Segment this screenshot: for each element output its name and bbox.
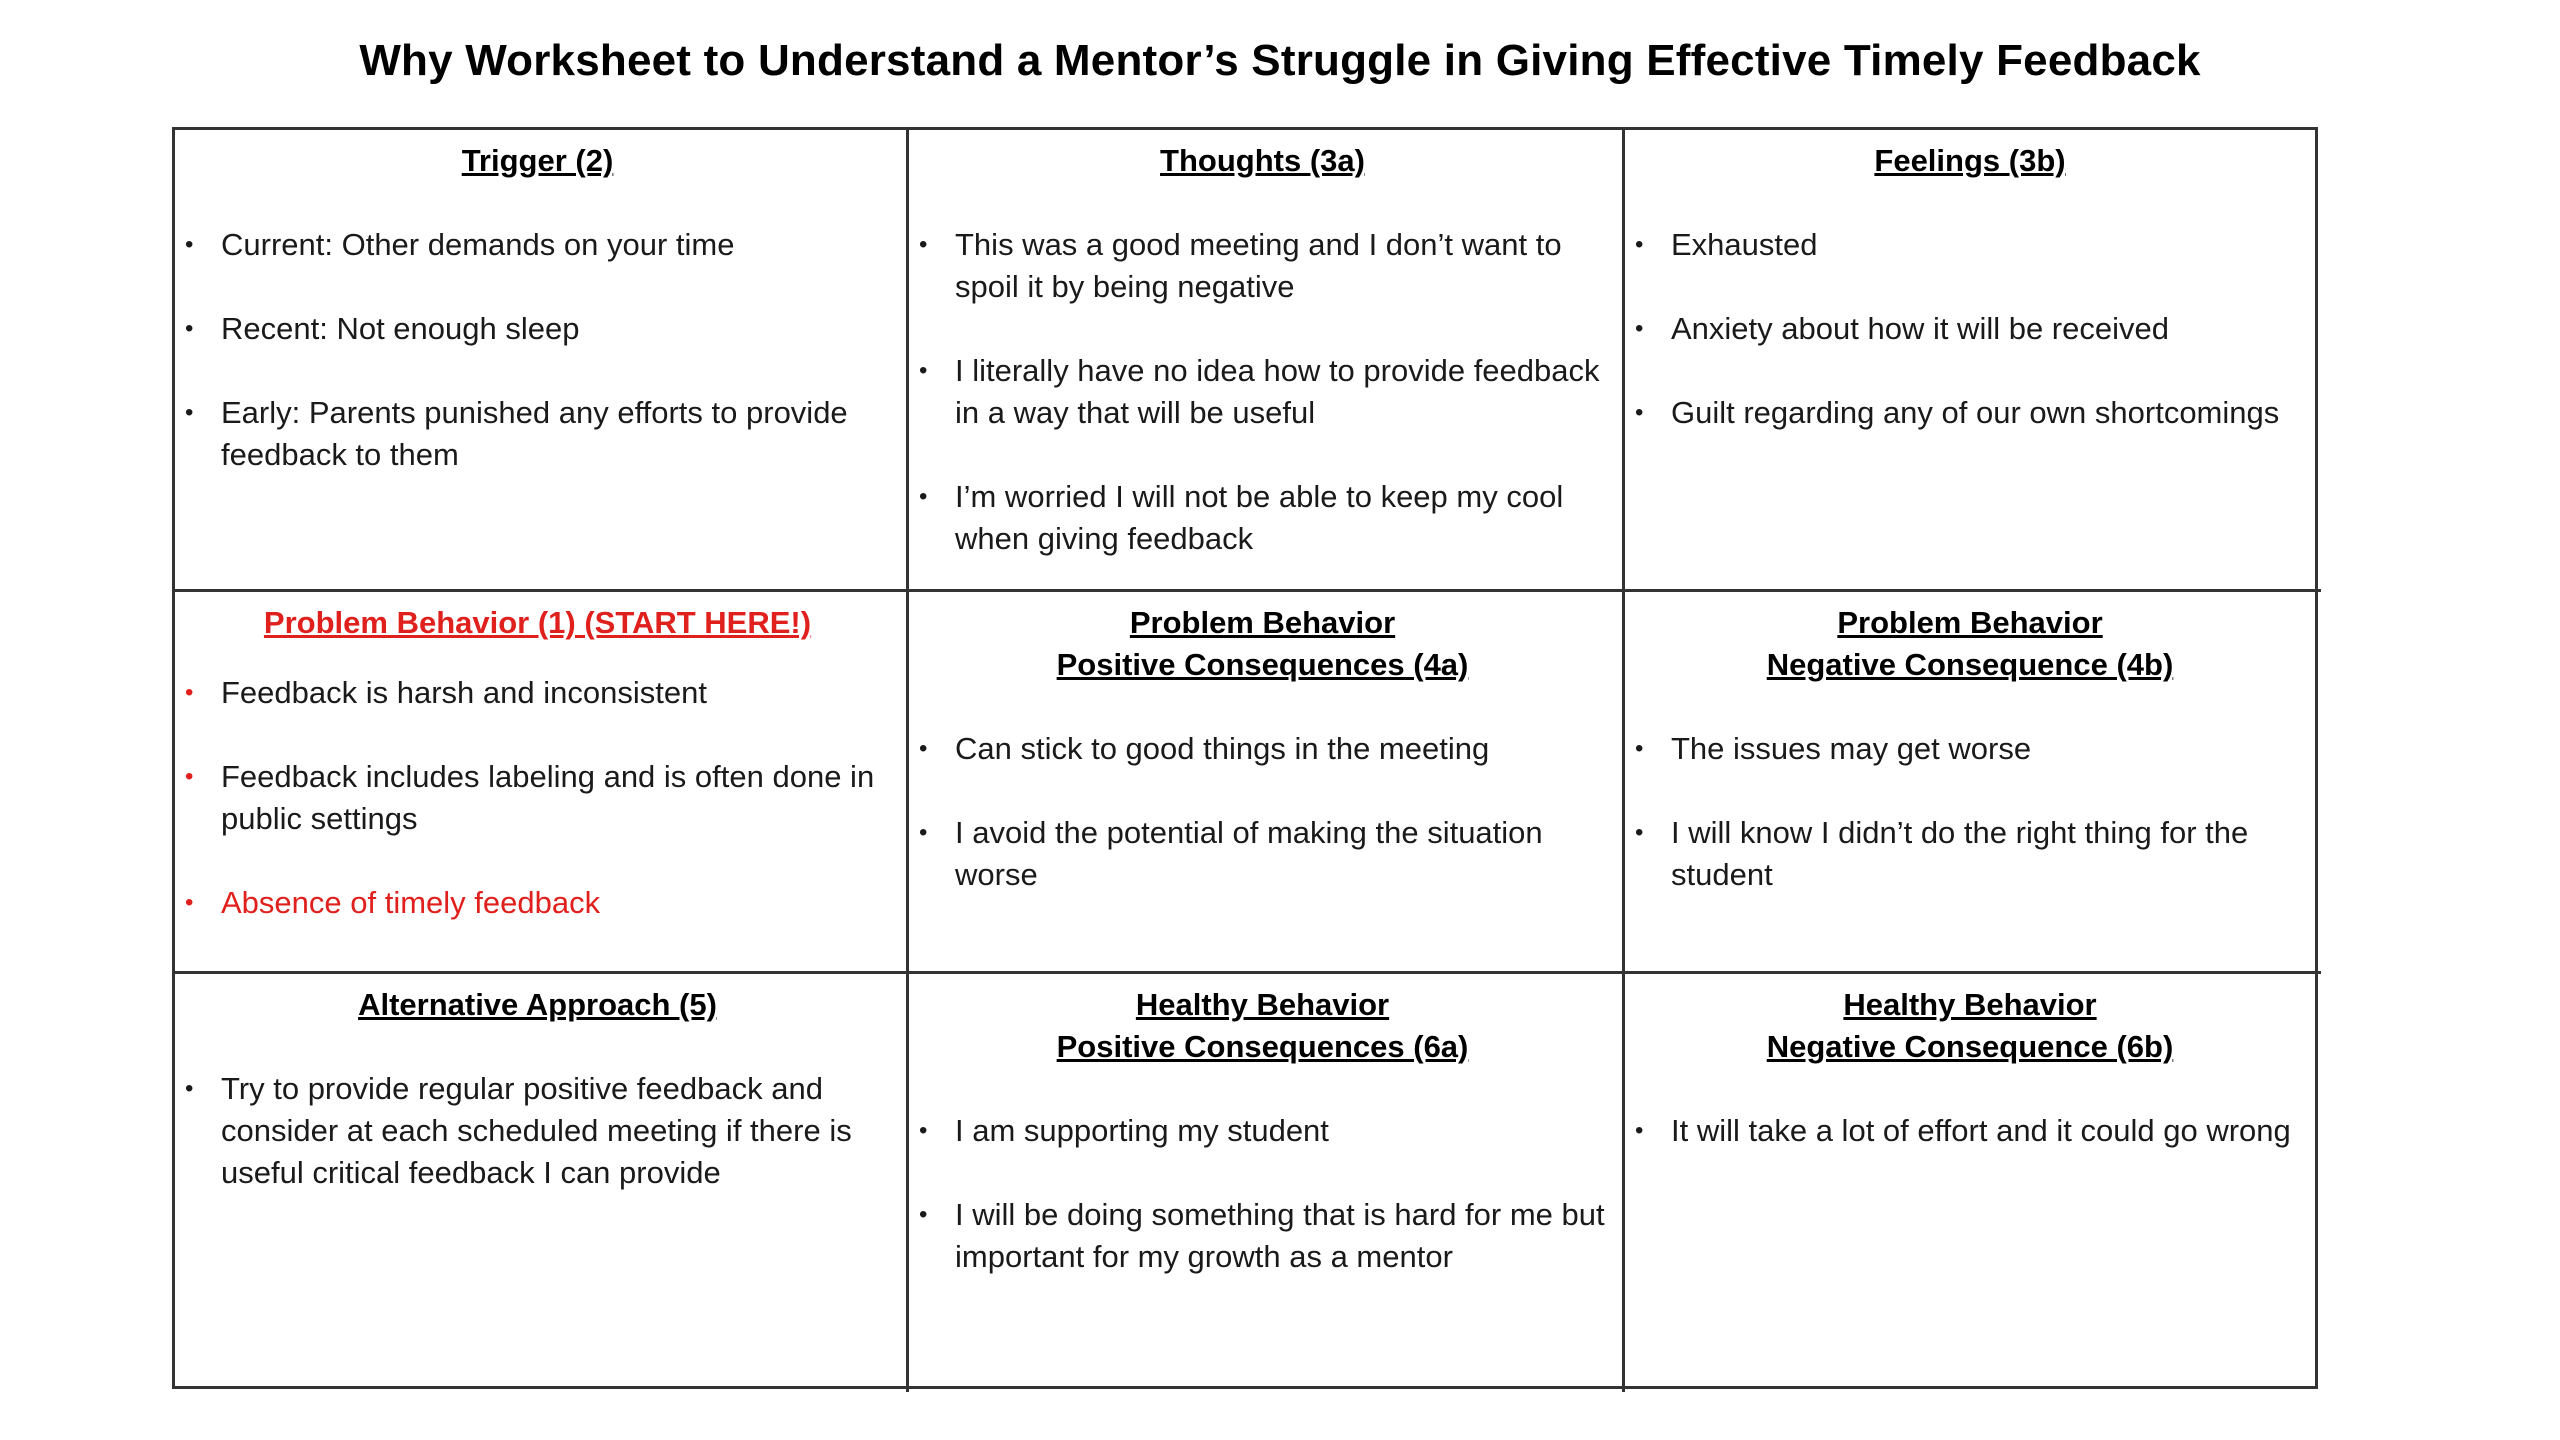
cell-problem-negative: Problem Behavior Negative Consequence (4… [1625, 592, 2321, 974]
cell-header-healthy-positive: Healthy Behavior Positive Consequences (… [1056, 987, 1469, 1064]
cell-feelings: Feelings (3b) •Exhausted •Anxiety about … [1625, 130, 2321, 592]
list-item: •I will be doing something that is hard … [917, 1194, 1608, 1278]
list-item: •Can stick to good things in the meeting [917, 728, 1608, 770]
worksheet-grid: Trigger (2) •Current: Other demands on y… [172, 127, 2321, 1392]
bullet-icon: • [919, 1117, 928, 1144]
list-item: •I will know I didn’t do the right thing… [1633, 812, 2307, 896]
list-item: •Exhausted [1633, 224, 2307, 266]
page-title: Why Worksheet to Understand a Mentor’s S… [359, 36, 2201, 85]
cell-header-healthy-negative: Healthy Behavior Negative Consequence (6… [1766, 987, 2174, 1064]
bullet-icon: • [1635, 819, 1644, 846]
bullet-icon: • [185, 399, 194, 426]
list-item: •Absence of timely feedback [183, 882, 892, 924]
cell-alternative-approach: Alternative Approach (5) •Try to provide… [175, 974, 909, 1392]
bullet-icon: • [185, 1075, 194, 1102]
list-item: •Feedback includes labeling and is often… [183, 756, 892, 840]
bullet-icon: • [185, 889, 194, 916]
cell-trigger: Trigger (2) •Current: Other demands on y… [175, 130, 909, 592]
bullet-icon: • [919, 735, 928, 762]
cell-healthy-negative: Healthy Behavior Negative Consequence (6… [1625, 974, 2321, 1392]
list-problem-behavior: •Feedback is harsh and inconsistent •Fee… [183, 672, 892, 924]
bullet-icon: • [1635, 735, 1644, 762]
cell-header-problem-behavior: Problem Behavior (1) (START HERE!) [263, 605, 812, 640]
list-item: •Feedback is harsh and inconsistent [183, 672, 892, 714]
list-item: •Try to provide regular positive feedbac… [183, 1068, 892, 1194]
list-feelings: •Exhausted •Anxiety about how it will be… [1633, 224, 2307, 434]
bullet-icon: • [1635, 231, 1644, 258]
bullet-icon: • [1635, 315, 1644, 342]
list-problem-negative: •The issues may get worse •I will know I… [1633, 728, 2307, 896]
list-item: •It will take a lot of effort and it cou… [1633, 1110, 2307, 1152]
bullet-icon: • [919, 483, 928, 510]
cell-healthy-positive: Healthy Behavior Positive Consequences (… [909, 974, 1625, 1392]
list-item: •Anxiety about how it will be received [1633, 308, 2307, 350]
bullet-icon: • [185, 231, 194, 258]
list-alternative-approach: •Try to provide regular positive feedbac… [183, 1068, 892, 1194]
list-healthy-positive: •I am supporting my student •I will be d… [917, 1110, 1608, 1278]
list-item: •Recent: Not enough sleep [183, 308, 892, 350]
cell-header-problem-negative: Problem Behavior Negative Consequence (4… [1766, 605, 2174, 682]
bullet-icon: • [919, 819, 928, 846]
bullet-icon: • [919, 231, 928, 258]
list-item: •The issues may get worse [1633, 728, 2307, 770]
list-item: •Early: Parents punished any efforts to … [183, 392, 892, 476]
cell-problem-behavior: Problem Behavior (1) (START HERE!) •Feed… [175, 592, 909, 974]
list-item: •I’m worried I will not be able to keep … [917, 476, 1608, 560]
list-item: •Guilt regarding any of our own shortcom… [1633, 392, 2307, 434]
list-item: •This was a good meeting and I don’t wan… [917, 224, 1608, 308]
list-thoughts: •This was a good meeting and I don’t wan… [917, 224, 1608, 560]
cell-problem-positive: Problem Behavior Positive Consequences (… [909, 592, 1625, 974]
bullet-icon: • [919, 1201, 928, 1228]
cell-header-feelings: Feelings (3b) [1874, 143, 2066, 178]
bullet-icon: • [919, 357, 928, 384]
list-healthy-negative: •It will take a lot of effort and it cou… [1633, 1110, 2307, 1152]
list-problem-positive: •Can stick to good things in the meeting… [917, 728, 1608, 896]
list-item: •I literally have no idea how to provide… [917, 350, 1608, 434]
bullet-icon: • [185, 679, 194, 706]
cell-thoughts: Thoughts (3a) •This was a good meeting a… [909, 130, 1625, 592]
list-item: •I am supporting my student [917, 1110, 1608, 1152]
bullet-icon: • [185, 315, 194, 342]
list-item: •Current: Other demands on your time [183, 224, 892, 266]
bullet-icon: • [1635, 399, 1644, 426]
bullet-icon: • [185, 763, 194, 790]
list-item: •I avoid the potential of making the sit… [917, 812, 1608, 896]
bullet-icon: • [1635, 1117, 1644, 1144]
cell-header-problem-positive: Problem Behavior Positive Consequences (… [1056, 605, 1469, 682]
list-trigger: •Current: Other demands on your time •Re… [183, 224, 892, 476]
cell-header-thoughts: Thoughts (3a) [1160, 143, 1365, 178]
cell-header-trigger: Trigger (2) [461, 143, 614, 178]
cell-header-alternative-approach: Alternative Approach (5) [358, 987, 717, 1022]
